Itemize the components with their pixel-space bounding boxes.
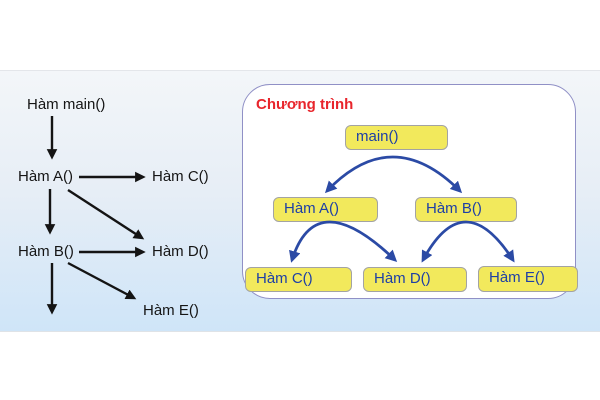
- program-box-title: Chương trình: [256, 96, 354, 113]
- node-ham-c: Hàm C(): [245, 267, 352, 292]
- left-node-c: Hàm C(): [152, 168, 209, 185]
- left-node-main: Hàm main(): [27, 96, 106, 113]
- node-ham-e: Hàm E(): [478, 266, 578, 292]
- node-ham-b: Hàm B(): [415, 197, 517, 222]
- left-node-d: Hàm D(): [152, 243, 209, 260]
- left-node-e: Hàm E(): [143, 302, 199, 319]
- node-ham-a: Hàm A(): [273, 197, 378, 222]
- left-node-a: Hàm A(): [18, 168, 74, 185]
- node-ham-d: Hàm D(): [363, 267, 467, 292]
- node-main: main(): [345, 125, 448, 150]
- left-node-b: Hàm B(): [18, 243, 74, 260]
